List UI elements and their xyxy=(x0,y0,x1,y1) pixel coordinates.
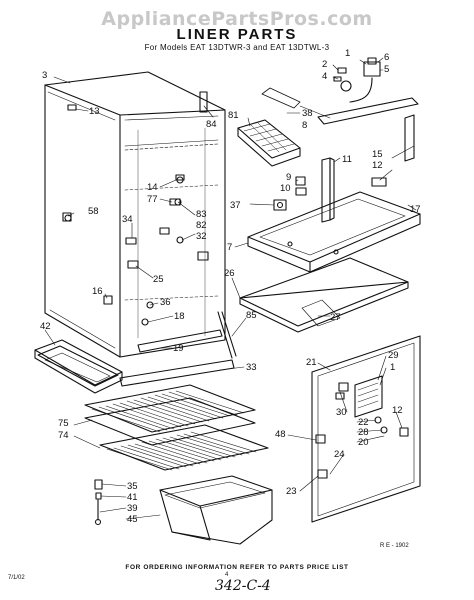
door-liner-panel xyxy=(311,335,421,523)
callout-32: 32 xyxy=(196,231,207,242)
callout-23: 23 xyxy=(286,486,297,497)
callout-82: 82 xyxy=(196,220,207,231)
wire-shelves xyxy=(84,384,269,471)
part-callouts xyxy=(44,57,417,520)
callout-7: 7 xyxy=(227,242,232,253)
callout-81: 81 xyxy=(228,110,239,121)
side-trim-pieces xyxy=(371,114,415,187)
callout-12b: 12 xyxy=(392,405,403,416)
callout-30: 30 xyxy=(336,407,347,418)
callout-24: 24 xyxy=(334,449,345,460)
callout-33: 33 xyxy=(246,362,257,373)
vertical-trim xyxy=(321,157,335,223)
callout-8: 8 xyxy=(302,120,307,131)
callout-28: 28 xyxy=(358,427,369,438)
callout-16: 16 xyxy=(92,286,103,297)
light-socket-assembly xyxy=(261,57,381,119)
callout-22: 22 xyxy=(358,417,369,428)
handwritten-note: 342-C-4 xyxy=(215,578,271,594)
callout-10: 10 xyxy=(280,183,291,194)
callout-36: 36 xyxy=(160,297,171,308)
callout-85: 85 xyxy=(246,310,257,321)
callout-38: 38 xyxy=(302,108,313,119)
callout-12: 12 xyxy=(372,160,383,171)
callout-45: 45 xyxy=(127,514,138,525)
callout-2: 2 xyxy=(322,59,327,70)
reference-code: R E - 1902 xyxy=(380,543,409,549)
callout-1: 1 xyxy=(345,48,350,59)
callout-4: 4 xyxy=(322,71,327,82)
callout-14: 14 xyxy=(147,182,158,193)
callout-75: 75 xyxy=(58,418,69,429)
callout-29: 29 xyxy=(388,350,399,361)
callout-20: 20 xyxy=(358,437,369,448)
ordering-note: FOR ORDERING INFORMATION REFER TO PARTS … xyxy=(125,564,349,571)
callout-5: 5 xyxy=(384,64,389,75)
callout-18: 18 xyxy=(174,311,185,322)
callout-84: 84 xyxy=(206,119,217,130)
ice-cube-tray xyxy=(237,119,301,167)
watermark: AppliancePartsPros.com xyxy=(101,8,373,30)
callout-15: 15 xyxy=(372,149,383,160)
callout-58: 58 xyxy=(88,206,99,217)
callout-27: 27 xyxy=(330,312,341,323)
diagram-title: LINER PARTS xyxy=(176,26,298,43)
cabinet-liner xyxy=(44,71,226,358)
callout-77: 77 xyxy=(147,194,158,205)
page-number: 4 xyxy=(225,572,229,578)
callout-11: 11 xyxy=(342,154,352,165)
crisper-tray xyxy=(34,339,123,394)
callout-83: 83 xyxy=(196,209,207,220)
callout-41: 41 xyxy=(127,492,138,503)
callout-21: 21 xyxy=(306,357,317,368)
callout-6: 6 xyxy=(384,52,389,63)
liner-fasteners xyxy=(62,174,209,326)
callout-9: 9 xyxy=(286,172,291,183)
callout-48: 48 xyxy=(275,429,286,440)
callout-labels: 3 13 84 14 77 58 83 82 32 34 25 16 36 18… xyxy=(40,48,421,525)
callout-13: 13 xyxy=(89,106,100,117)
corner-code: 7/1/02 xyxy=(8,575,25,581)
callout-3: 3 xyxy=(42,70,47,81)
callout-74: 74 xyxy=(58,430,69,441)
callout-37: 37 xyxy=(230,200,241,211)
callout-19: 19 xyxy=(173,343,184,354)
callout-26: 26 xyxy=(224,268,235,279)
callout-35: 35 xyxy=(127,481,138,492)
glass-shelf-panel xyxy=(239,257,409,333)
callout-34: 34 xyxy=(122,214,133,225)
callout-42: 42 xyxy=(40,321,51,332)
shelf-hardware xyxy=(94,479,103,526)
model-subtitle: For Models EAT 13DTWR-3 and EAT 13DTWL-3 xyxy=(144,43,330,52)
callout-1b: 1 xyxy=(390,362,395,373)
callout-25: 25 xyxy=(153,274,164,285)
top-trim-strip xyxy=(317,97,419,125)
callout-39: 39 xyxy=(127,503,138,514)
callout-17: 17 xyxy=(410,204,421,215)
freezer-basket xyxy=(159,475,273,545)
